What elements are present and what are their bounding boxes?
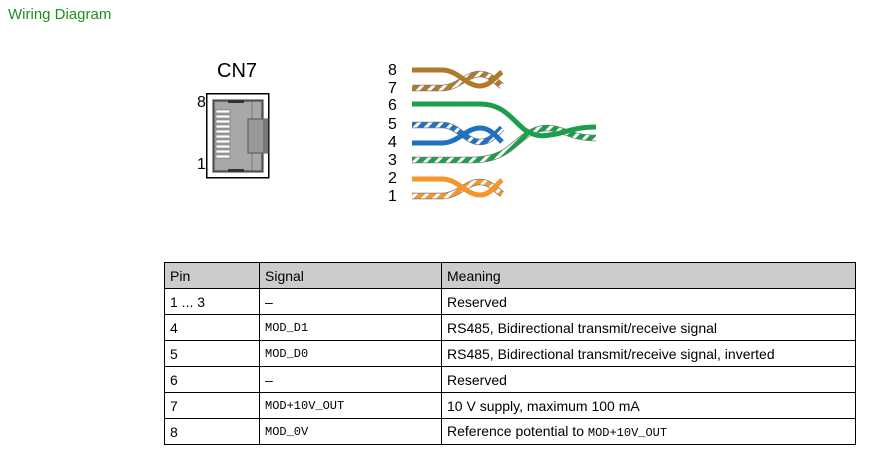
- cell-pin: 6: [164, 366, 260, 393]
- column-header-meaning: Meaning: [441, 262, 856, 289]
- pin-assignment-table: Pin Signal Meaning 1 ... 3 – Reserved 4 …: [164, 262, 856, 445]
- wire-pair-blue: [412, 121, 505, 146]
- wire-8-brown: [412, 67, 504, 89]
- column-header-signal: Signal: [259, 262, 442, 289]
- cell-signal: MOD_D1: [259, 314, 442, 341]
- cell-signal: –: [259, 366, 442, 393]
- cell-meaning: Reserved: [441, 366, 856, 393]
- wire-pair-green: [412, 101, 597, 164]
- wire-label-7: 7: [388, 80, 397, 97]
- cell-pin: 4: [164, 314, 260, 341]
- cell-meaning: RS485, Bidirectional transmit/receive si…: [441, 340, 856, 367]
- cell-signal: MOD+10V_OUT: [259, 392, 442, 419]
- wire-label-1: 1: [388, 188, 397, 205]
- connector-label: CN7: [217, 60, 258, 82]
- wire-label-3: 3: [388, 152, 397, 169]
- table-row: 1 ... 3 – Reserved: [164, 288, 856, 315]
- cell-signal: MOD_D0: [259, 340, 442, 367]
- table-row: 7 MOD+10V_OUT 10 V supply, maximum 100 m…: [164, 392, 856, 419]
- wiring-diagram: 8 7 6 5 4 3 2 1: [388, 62, 597, 205]
- wire-label-5: 5: [388, 116, 397, 133]
- rj45-connector-icon: [206, 93, 270, 179]
- table-header-row: Pin Signal Meaning: [164, 262, 856, 289]
- cell-meaning: Reference potential to MOD+10V_OUT: [441, 418, 856, 445]
- wire-label-4: 4: [388, 134, 397, 151]
- cell-pin: 8: [164, 418, 260, 445]
- cell-meaning: Reserved: [441, 288, 856, 315]
- cell-pin: 7: [164, 392, 260, 419]
- wire-label-8: 8: [388, 62, 397, 79]
- cell-meaning: RS485, Bidirectional transmit/receive si…: [441, 314, 856, 341]
- wire-label-2: 2: [388, 170, 397, 187]
- wire-4-blue: [412, 125, 504, 146]
- wire-6-green: [412, 101, 597, 139]
- table-row: 4 MOD_D1 RS485, Bidirectional transmit/r…: [164, 314, 856, 341]
- wire-2-orange: [412, 176, 504, 198]
- cell-signal: –: [259, 288, 442, 315]
- meaning-text: Reference potential to: [447, 423, 588, 439]
- cell-meaning: 10 V supply, maximum 100 mA: [441, 392, 856, 419]
- cell-signal: MOD_0V: [259, 418, 442, 445]
- section-title: Wiring Diagram: [8, 6, 112, 23]
- table-row: 5 MOD_D0 RS485, Bidirectional transmit/r…: [164, 340, 856, 367]
- meaning-signal-code: MOD+10V_OUT: [587, 426, 668, 440]
- wire-pair-brown: [412, 67, 504, 92]
- wire-pair-orange: [412, 176, 504, 200]
- table-row: 6 – Reserved: [164, 366, 856, 393]
- connector-pin-bottom-label: 1: [197, 156, 206, 173]
- column-header-pin: Pin: [164, 262, 260, 289]
- connector-pin-top-label: 8: [197, 94, 206, 111]
- cell-pin: 5: [164, 340, 260, 367]
- table-row: 8 MOD_0V Reference potential to MOD+10V_…: [164, 418, 856, 445]
- wire-label-6: 6: [388, 97, 397, 114]
- cell-pin: 1 ... 3: [164, 288, 260, 315]
